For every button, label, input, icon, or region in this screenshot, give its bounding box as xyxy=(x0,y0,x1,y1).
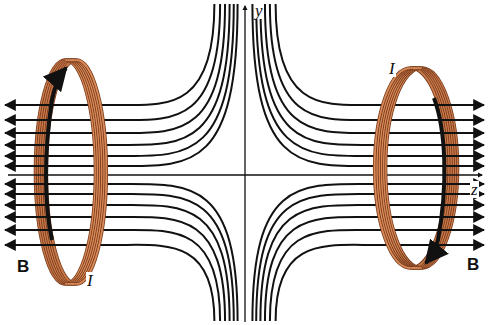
field-line xyxy=(5,184,238,321)
coil-winding xyxy=(76,60,106,284)
field-line xyxy=(276,245,484,321)
current-label: I xyxy=(86,272,94,289)
field-line xyxy=(256,194,484,321)
coil-winding xyxy=(413,68,449,268)
field-line xyxy=(265,4,484,133)
field-line xyxy=(270,4,484,120)
axis-label: z xyxy=(470,181,479,198)
coil-winding xyxy=(415,68,451,268)
coil-winding xyxy=(44,60,74,284)
field-line xyxy=(252,4,484,166)
field-line xyxy=(252,184,484,321)
coil-winding xyxy=(42,60,72,284)
field-line xyxy=(270,230,484,321)
field-label: B xyxy=(16,258,30,275)
field-line xyxy=(265,217,484,321)
coil-winding xyxy=(411,68,447,268)
current-label: I xyxy=(388,60,396,77)
coil-winding xyxy=(377,68,413,268)
coil-winding xyxy=(377,68,413,268)
field-label: B xyxy=(466,256,480,273)
field-line xyxy=(5,4,225,133)
coil-winding xyxy=(74,60,104,284)
field-line xyxy=(5,4,214,105)
field-line xyxy=(5,4,238,166)
field-line xyxy=(5,4,230,145)
coil-winding xyxy=(413,68,449,268)
field-line xyxy=(5,217,225,321)
field-line xyxy=(5,4,220,120)
field-line xyxy=(5,205,230,321)
coil-winding xyxy=(76,60,106,284)
field-line xyxy=(260,4,484,145)
field-line xyxy=(5,230,220,321)
coil-winding xyxy=(411,68,447,268)
coil-winding xyxy=(42,60,72,284)
field-line xyxy=(276,4,484,105)
coil-winding xyxy=(375,68,411,268)
coil-winding xyxy=(74,60,104,284)
coil-winding xyxy=(415,68,451,268)
field-line xyxy=(256,4,484,156)
field-line xyxy=(260,205,484,321)
coil-winding xyxy=(46,60,76,284)
field-line xyxy=(5,194,234,321)
coil-winding xyxy=(375,68,411,268)
coil-winding xyxy=(46,60,76,284)
coil-winding xyxy=(44,60,74,284)
field-line xyxy=(5,245,214,321)
field-line xyxy=(5,4,234,156)
axis-label: y xyxy=(254,2,264,19)
